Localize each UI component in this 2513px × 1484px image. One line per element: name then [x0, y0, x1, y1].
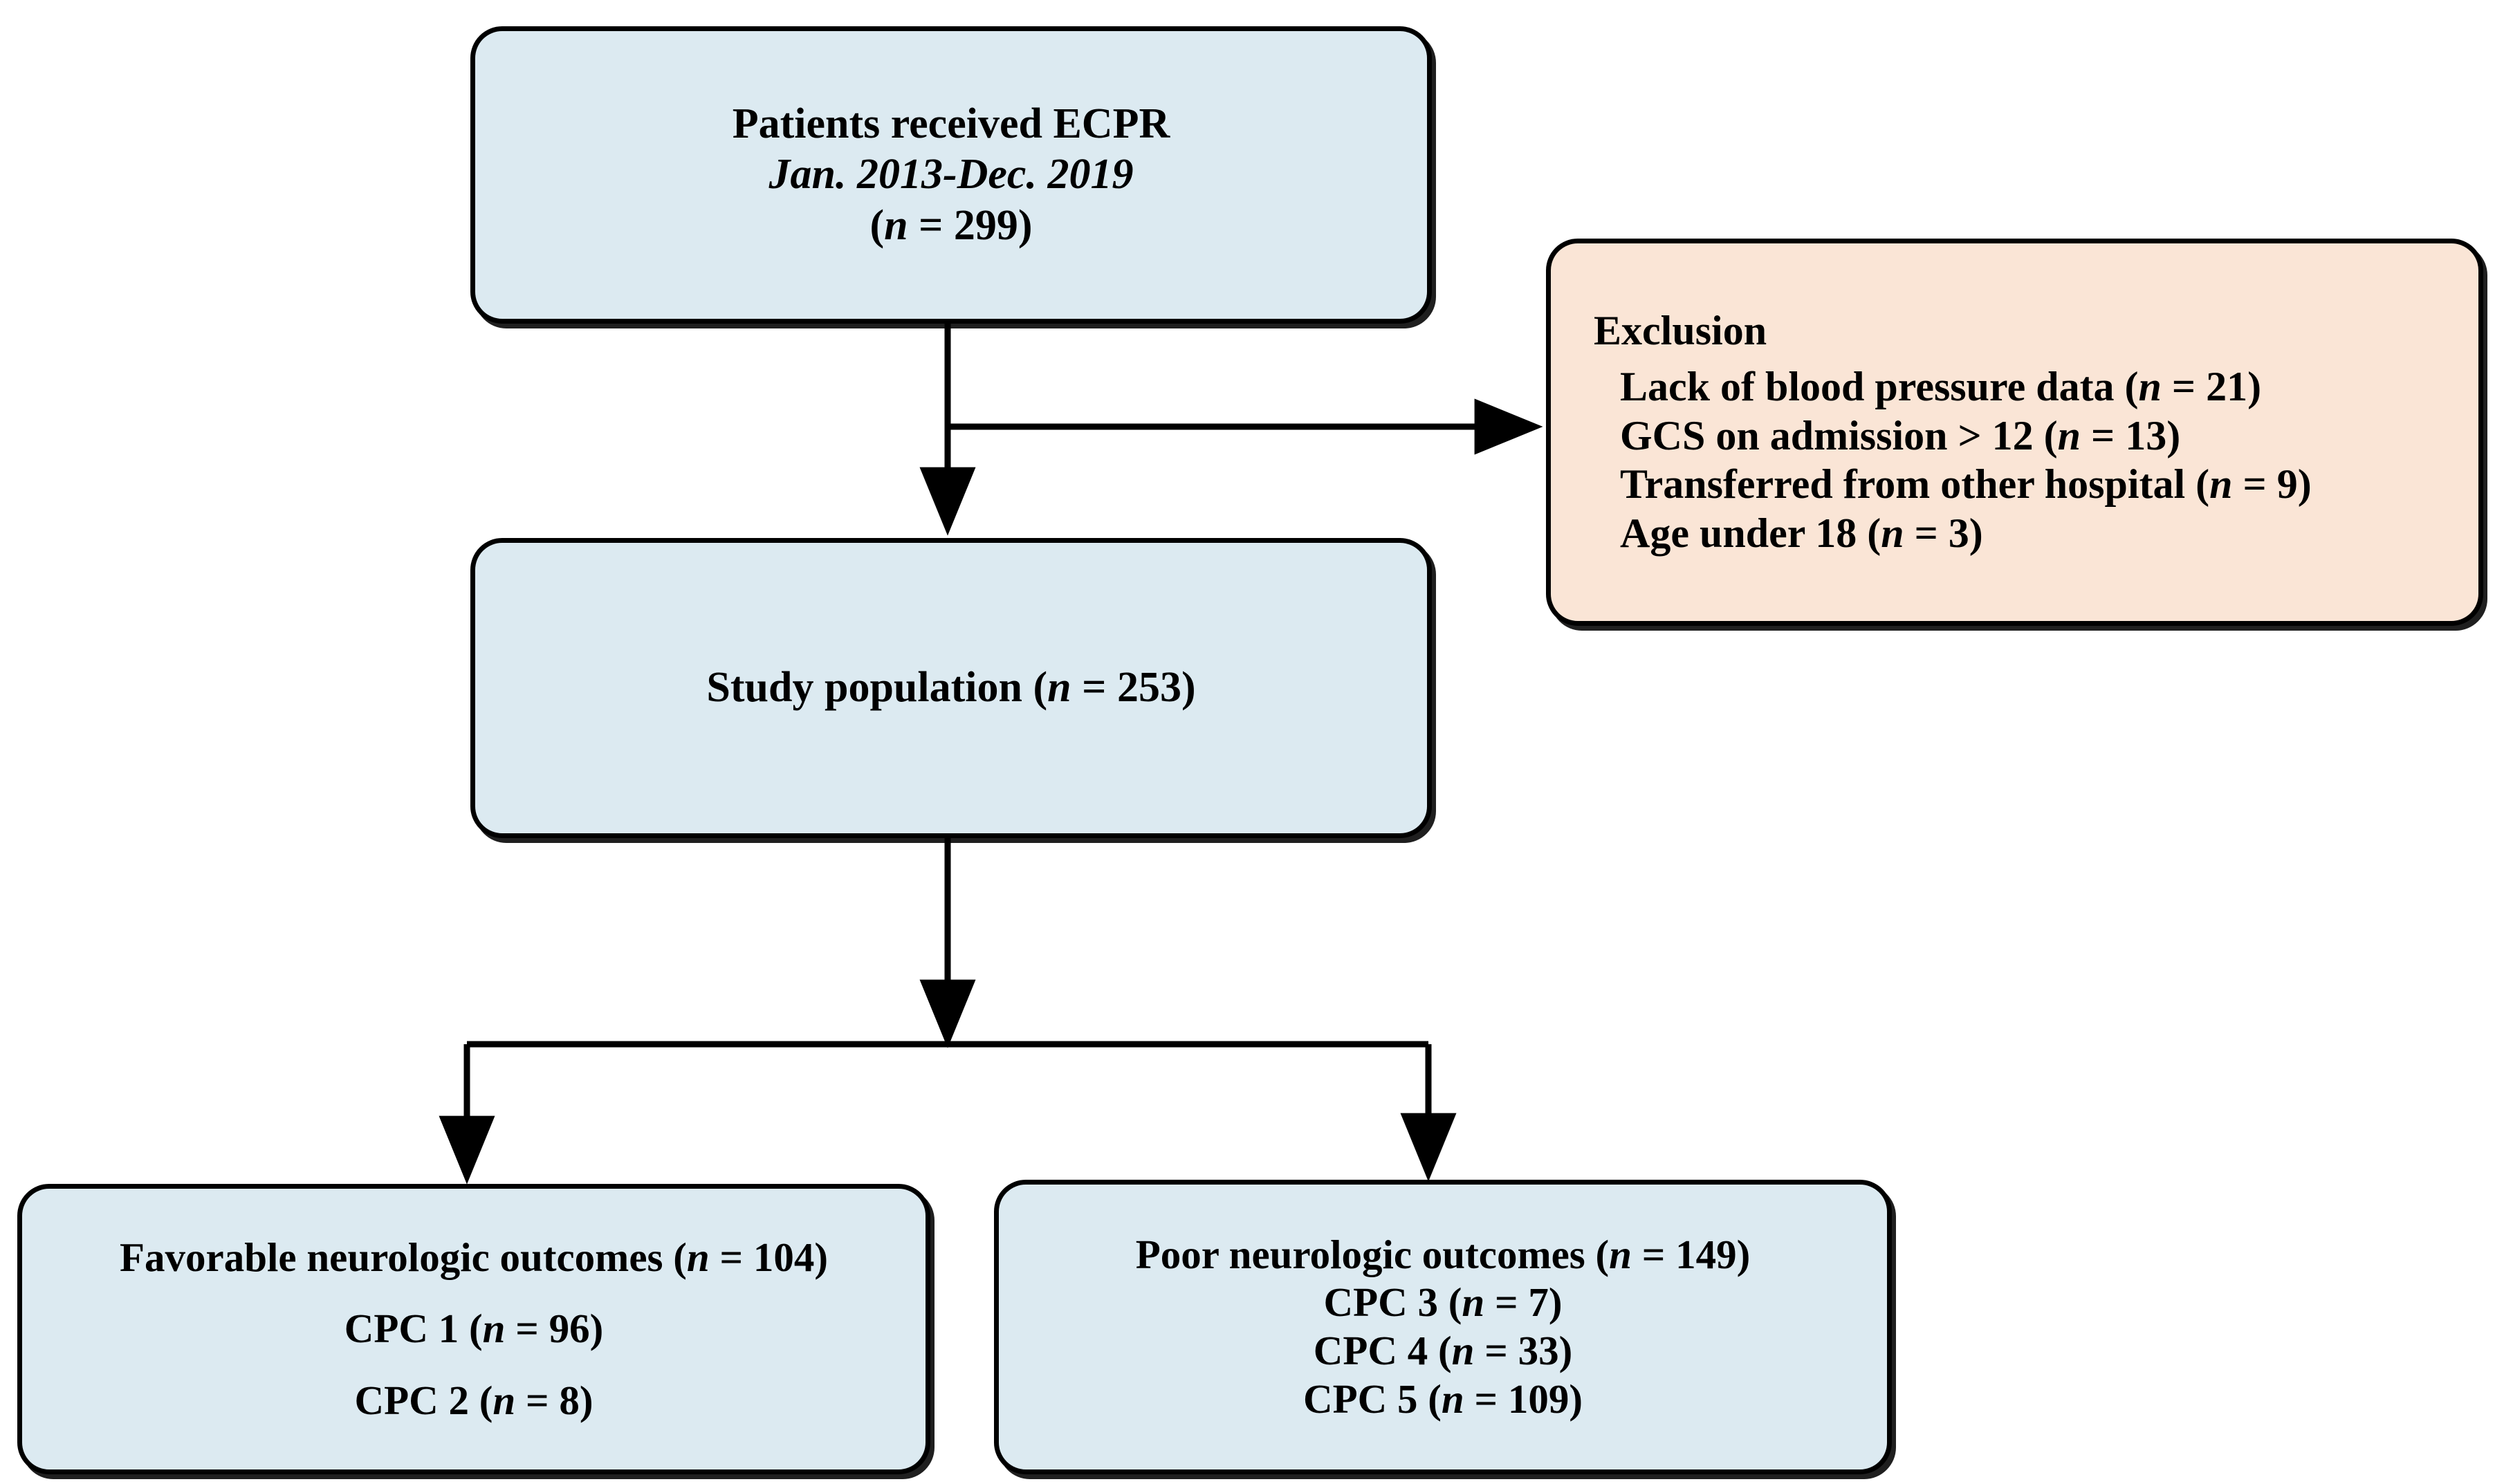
exclusion-item: GCS on admission > 12 (n = 13)	[1594, 411, 2478, 461]
exclusion-item: Age under 18 (n = 3)	[1594, 509, 2478, 558]
favorable-heading: Favorable neurologic outcomes (n = 104)	[40, 1234, 908, 1282]
node-poor-outcomes: Poor neurologic outcomes (n = 149) CPC 3…	[994, 1180, 1892, 1474]
exclusion-item-label: Age under 18 (	[1620, 510, 1881, 557]
poor-cpc-count: = 33)	[1474, 1328, 1573, 1373]
node-exclusion: Exclusion Lack of blood pressure data (n…	[1546, 239, 2483, 626]
node-enrollment: Patients received ECPR Jan. 2013-Dec. 20…	[470, 26, 1432, 324]
poor-cpc-label: CPC 4 (	[1313, 1328, 1452, 1373]
favorable-cpc-label: CPC 1 (	[344, 1306, 483, 1352]
favorable-cpc-n: n	[482, 1306, 506, 1352]
favorable-cpc-count: = 96)	[505, 1306, 604, 1352]
poor-cpc-count: = 109)	[1464, 1375, 1583, 1422]
enrollment-count: (n = 299)	[503, 201, 1399, 251]
exclusion-item-count: = 13)	[2081, 412, 2181, 458]
favorable-cpc-label: CPC 2 (	[354, 1377, 493, 1423]
exclusion-item-n: n	[2138, 363, 2162, 409]
exclusion-item: Lack of blood pressure data (n = 21)	[1594, 362, 2478, 411]
exclusion-item: Transferred from other hospital (n = 9)	[1594, 460, 2478, 509]
exclusion-item-label: Transferred from other hospital (	[1620, 461, 2210, 508]
poor-cpc-row: CPC 4 (n = 33)	[1017, 1327, 1869, 1375]
study-population-n: n	[1047, 664, 1071, 712]
poor-heading: Poor neurologic outcomes (n = 149)	[1017, 1231, 1869, 1279]
exclusion-item-count: = 21)	[2161, 363, 2262, 409]
exclusion-heading: Exclusion	[1594, 308, 1767, 353]
poor-cpc-n: n	[1462, 1279, 1485, 1326]
poor-cpc-row: CPC 3 (n = 7)	[1017, 1279, 1869, 1327]
poor-heading-count: = 149)	[1631, 1231, 1751, 1277]
node-study-population: Study population (n = 253)	[470, 538, 1432, 838]
favorable-heading-n: n	[686, 1234, 710, 1280]
exclusion-item-n: n	[2209, 461, 2233, 508]
exclusion-item-count: = 9)	[2232, 461, 2312, 508]
favorable-cpc-row: CPC 1 (n = 96)	[40, 1305, 908, 1353]
poor-cpc-row: CPC 5 (n = 109)	[1017, 1375, 1869, 1424]
favorable-cpc-n: n	[493, 1377, 516, 1423]
poor-cpc-count: = 7)	[1484, 1279, 1563, 1326]
study-population-label: Study population (n = 253)	[503, 662, 1399, 713]
poor-heading-text: Poor neurologic outcomes (	[1135, 1231, 1610, 1277]
study-population-count: = 253)	[1071, 664, 1196, 712]
enrollment-count-prefix: (	[869, 201, 885, 249]
favorable-cpc-row: CPC 2 (n = 8)	[40, 1377, 908, 1425]
favorable-heading-count: = 104)	[709, 1234, 828, 1280]
enrollment-title: Patients received ECPR	[732, 100, 1170, 148]
poor-cpc-n: n	[1441, 1375, 1464, 1422]
enrollment-count-n: n	[884, 201, 908, 249]
node-favorable-outcomes: Favorable neurologic outcomes (n = 104) …	[17, 1184, 930, 1474]
poor-cpc-label: CPC 5 (	[1302, 1375, 1442, 1422]
enrollment-count-value: = 299)	[908, 201, 1033, 249]
poor-cpc-n: n	[1451, 1328, 1475, 1373]
poor-heading-n: n	[1609, 1231, 1632, 1277]
favorable-heading-text: Favorable neurologic outcomes (	[120, 1234, 687, 1280]
exclusion-item-n: n	[2057, 412, 2081, 458]
exclusion-item-n: n	[1881, 510, 1904, 557]
study-population-text: Study population (	[706, 664, 1048, 712]
favorable-cpc-count: = 8)	[515, 1377, 593, 1423]
poor-cpc-label: CPC 3 (	[1323, 1279, 1462, 1326]
exclusion-item-count: = 3)	[1904, 510, 1983, 557]
exclusion-item-label: Lack of blood pressure data (	[1620, 363, 2139, 409]
enrollment-period: Jan. 2013-Dec. 2019	[768, 151, 1134, 198]
exclusion-item-label: GCS on admission > 12 (	[1620, 412, 2058, 458]
